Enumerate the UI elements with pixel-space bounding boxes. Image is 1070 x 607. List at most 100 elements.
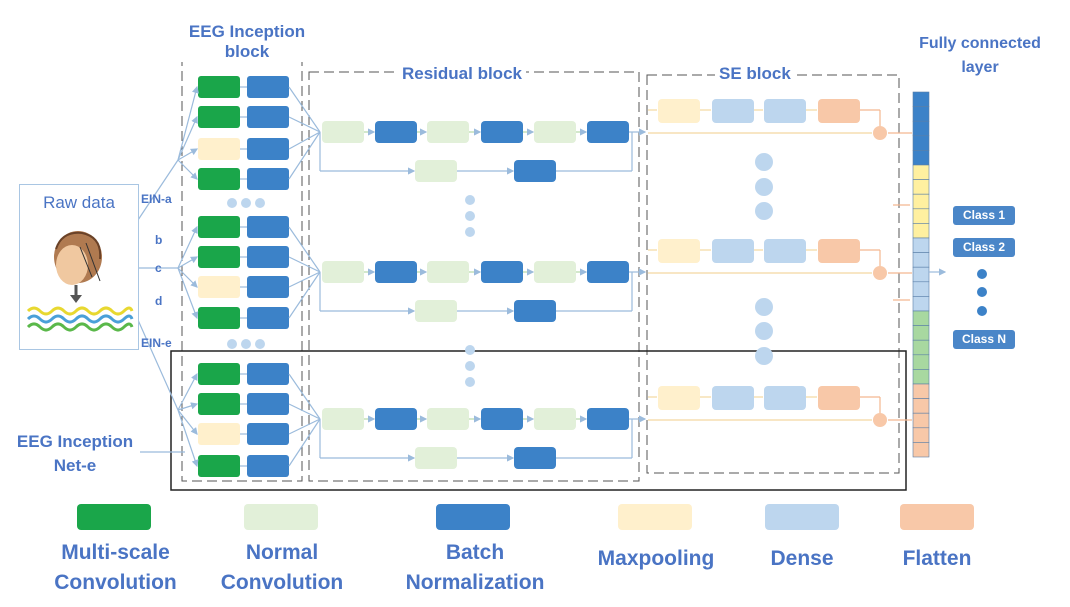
se-scale-node-1 <box>873 126 887 140</box>
residual-block-title: Residual block <box>398 64 526 84</box>
se-scale-node-3 <box>873 413 887 427</box>
se-cell-3-3 <box>764 386 806 410</box>
inception-ellipsis-dot-1-2 <box>241 198 251 208</box>
fan-line-2-4 <box>177 267 199 320</box>
inc-to-res-1-4 <box>288 131 321 180</box>
fc-cell-16 <box>912 310 930 326</box>
branch-label-a: EIN-a <box>141 192 172 206</box>
legend-label-maxpooling: Maxpooling <box>597 547 715 570</box>
inception-conv-3-1 <box>198 363 240 385</box>
residual-ellipsis-dot-1-3 <box>465 227 475 237</box>
inception-bn-3-1 <box>247 363 289 385</box>
se-cell-3-1 <box>658 386 700 410</box>
class-n-output: Class N <box>953 330 1015 349</box>
fc-cell-24 <box>912 427 930 443</box>
inception-conv-1-3 <box>198 138 240 160</box>
residual-shortcut-bn-3 <box>514 447 556 469</box>
fc-cell-17 <box>912 325 930 341</box>
class-ellipsis-dot-2 <box>977 287 987 297</box>
residual-shortcut-conv-2 <box>415 300 457 322</box>
legend-label-normal-convolution: Normal Convolution <box>220 541 344 594</box>
residual-cell-1-3 <box>427 121 469 143</box>
residual-cell-1-2 <box>375 121 417 143</box>
inception-bn-1-1 <box>247 76 289 98</box>
residual-cell-2-2 <box>375 261 417 283</box>
se-cell-1-4 <box>818 99 860 123</box>
legend-label-dense: Dense <box>770 547 834 570</box>
inception-conv-1-1 <box>198 76 240 98</box>
fc-cell-7 <box>912 179 930 195</box>
se-cell-2-4 <box>818 239 860 263</box>
eeg-head-icon <box>26 231 134 332</box>
raw-to-branch-e-line <box>137 319 179 411</box>
residual-ellipsis-dot-1-1 <box>465 195 475 205</box>
fc-cell-23 <box>912 412 930 429</box>
inception-conv-3-2 <box>198 393 240 415</box>
inception-bn-1-2 <box>247 106 289 128</box>
residual-cell-3-1 <box>322 408 364 430</box>
inc-to-res-3-3 <box>288 418 321 435</box>
branch-label-b: b <box>155 233 163 247</box>
inc-to-res-2-2 <box>288 256 321 273</box>
inception-bn-2-3 <box>247 276 289 298</box>
inception-bn-1-4 <box>247 168 289 190</box>
inception-conv-2-1 <box>198 216 240 238</box>
inception-ellipsis-dot-2-1 <box>227 339 237 349</box>
fan-line-3-2 <box>177 402 199 411</box>
residual-cell-1-6 <box>587 121 629 143</box>
fc-cell-6 <box>912 164 930 180</box>
eeg-inception-net-label: EEG Inception Net-e <box>16 432 134 475</box>
legend-label-multi-scale-convolution: Multi-scale Convolution <box>54 541 177 594</box>
se-ellipsis-dot-2-1 <box>755 298 773 316</box>
residual-cell-2-5 <box>534 261 576 283</box>
se-cell-2-2 <box>712 239 754 263</box>
fc-cell-19 <box>912 354 930 370</box>
class-ellipsis-dot-1 <box>977 269 987 279</box>
residual-cell-3-2 <box>375 408 417 430</box>
inc-to-res-3-2 <box>288 403 321 420</box>
residual-cell-3-4 <box>481 408 523 430</box>
legend-swatch-multi-scale-convolution <box>77 504 151 530</box>
raw-data-box: Raw data <box>19 184 139 350</box>
fc-cell-2 <box>912 106 930 122</box>
legend-swatch-flatten <box>900 504 974 530</box>
se-cell-1-3 <box>764 99 806 123</box>
se-cell-2-1 <box>658 239 700 263</box>
inception-conv-1-2 <box>198 106 240 128</box>
fc-cell-14 <box>912 281 930 297</box>
fc-cell-18 <box>912 339 930 356</box>
fc-cell-25 <box>912 442 930 458</box>
legend-swatch-batch-normalization <box>436 504 510 530</box>
inc-to-res-3-4 <box>288 418 321 467</box>
inception-conv-3-4 <box>198 455 240 477</box>
class-1-output: Class 1 <box>953 206 1015 225</box>
inc-to-res-3-1 <box>288 373 321 420</box>
legend-swatch-normal-convolution <box>244 504 318 530</box>
branch-label-d: d <box>155 294 163 308</box>
fan-line-3-3 <box>177 409 198 435</box>
eeg-inception-block-title: EEG Inception block <box>172 22 322 62</box>
fully-connected-layer-title: Fully connected layer <box>919 35 1041 76</box>
fc-cell-21 <box>912 383 930 399</box>
residual-cell-2-4 <box>481 261 523 283</box>
fc-cell-3 <box>912 120 930 137</box>
branch-label-e: EIN-e <box>141 336 172 350</box>
se-ellipsis-dot-1-2 <box>755 178 773 196</box>
legend-swatch-maxpooling <box>618 504 692 530</box>
fan-line-1-2 <box>177 115 198 161</box>
residual-shortcut-bn-1 <box>514 160 556 182</box>
fan-line-2-2 <box>177 256 199 269</box>
residual-cell-3-6 <box>587 408 629 430</box>
branch-label-c: c <box>155 261 162 275</box>
inception-conv-2-4 <box>198 307 240 329</box>
inc-to-res-1-1 <box>288 86 321 133</box>
inception-ellipsis-dot-2-2 <box>241 339 251 349</box>
residual-shortcut-bn-2 <box>514 300 556 322</box>
fc-cell-1 <box>912 91 930 107</box>
fc-cell-15 <box>912 296 930 312</box>
inc-to-res-2-3 <box>288 271 321 288</box>
fan-line-2-1 <box>177 225 198 269</box>
inception-bn-1-3 <box>247 138 289 160</box>
residual-cell-3-5 <box>534 408 576 430</box>
fc-cell-10 <box>912 223 930 239</box>
